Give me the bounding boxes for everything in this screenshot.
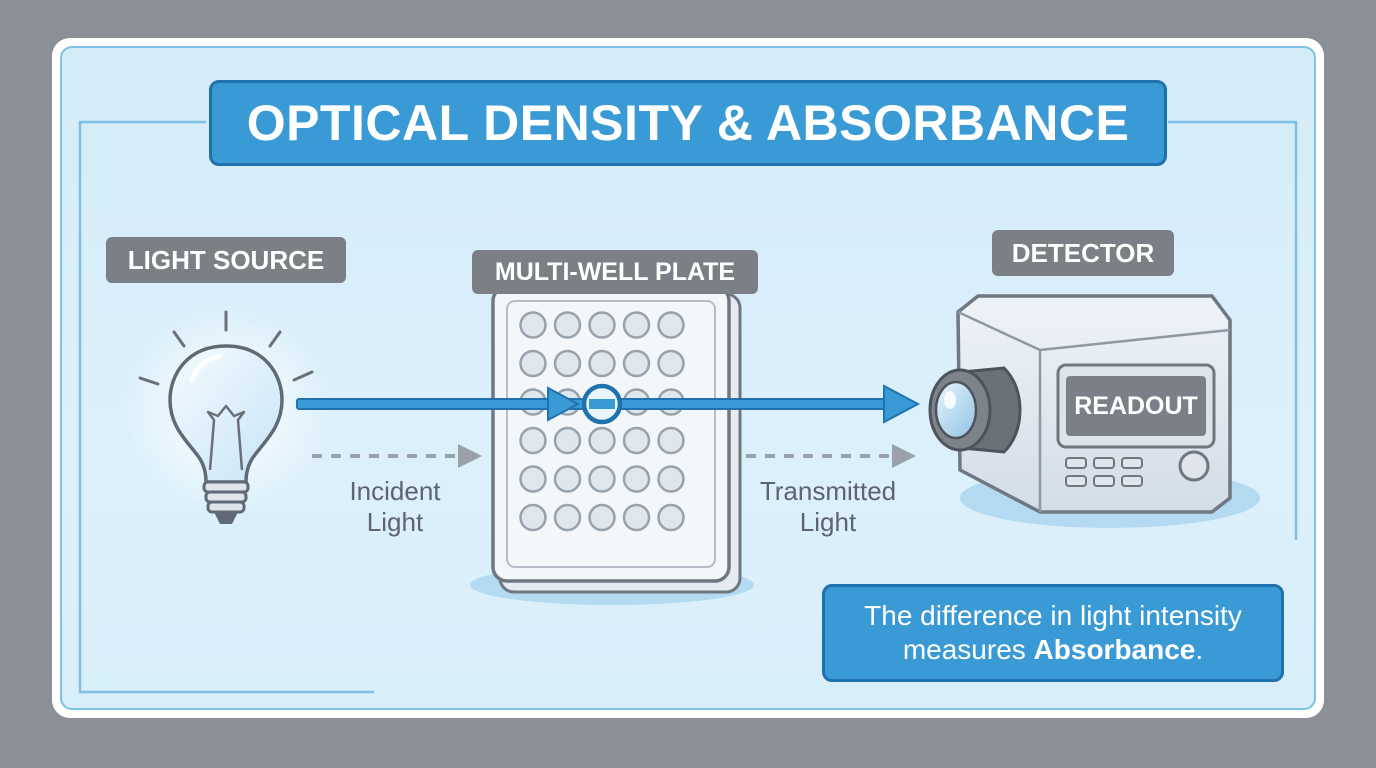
page-title: OPTICAL DENSITY & ABSORBANCE	[209, 80, 1167, 166]
multi-well-plate-label: MULTI-WELL PLATE	[472, 250, 758, 294]
detector-device	[928, 294, 1232, 514]
light-beam	[296, 383, 921, 425]
transmitted-light-caption: Transmitted Light	[740, 476, 916, 538]
note-line2-prefix: measures	[902, 634, 1034, 665]
transmitted-dashed-arrow	[746, 444, 916, 468]
well	[622, 426, 651, 455]
well	[622, 349, 651, 378]
incident-caption-line2: Light	[366, 507, 424, 537]
light-source-label: LIGHT SOURCE	[106, 237, 346, 283]
well	[519, 503, 547, 532]
keypad	[1065, 457, 1143, 487]
well	[657, 311, 685, 339]
well	[553, 503, 582, 532]
well	[519, 349, 547, 378]
multi-well-plate	[491, 285, 742, 594]
well	[657, 426, 685, 455]
well	[588, 311, 616, 339]
well	[657, 349, 685, 378]
well	[657, 503, 685, 532]
note-emphasis: Absorbance	[1033, 634, 1196, 665]
absorbance-note: The difference in light intensity measur…	[822, 584, 1284, 682]
well	[588, 465, 616, 493]
lightbulb-icon	[118, 302, 334, 524]
well	[622, 465, 651, 493]
well	[588, 503, 616, 532]
transmitted-caption-line1: Transmitted	[759, 476, 897, 506]
well	[657, 465, 685, 493]
well	[519, 426, 547, 455]
incident-light-caption: Incident Light	[320, 476, 470, 538]
well	[553, 465, 582, 493]
well	[622, 503, 651, 532]
well	[588, 426, 616, 455]
well	[519, 465, 547, 493]
knob-icon	[1178, 450, 1210, 482]
well	[553, 426, 582, 455]
well	[553, 349, 582, 378]
well	[588, 349, 616, 378]
incident-dashed-arrow	[312, 444, 482, 468]
frame-lines	[78, 120, 1298, 694]
well	[622, 311, 651, 339]
detector-label: DETECTOR	[992, 230, 1174, 276]
note-line2: measures Absorbance.	[903, 633, 1203, 667]
note-line1: The difference in light intensity	[864, 600, 1242, 631]
note-line2-suffix: .	[1195, 634, 1204, 665]
lens-icon	[928, 366, 1022, 454]
readout-display: READOUT	[1074, 391, 1198, 420]
well	[519, 311, 547, 339]
well	[553, 311, 582, 339]
incident-caption-line1: Incident	[349, 476, 441, 506]
transmitted-caption-line2: Light	[799, 507, 857, 537]
